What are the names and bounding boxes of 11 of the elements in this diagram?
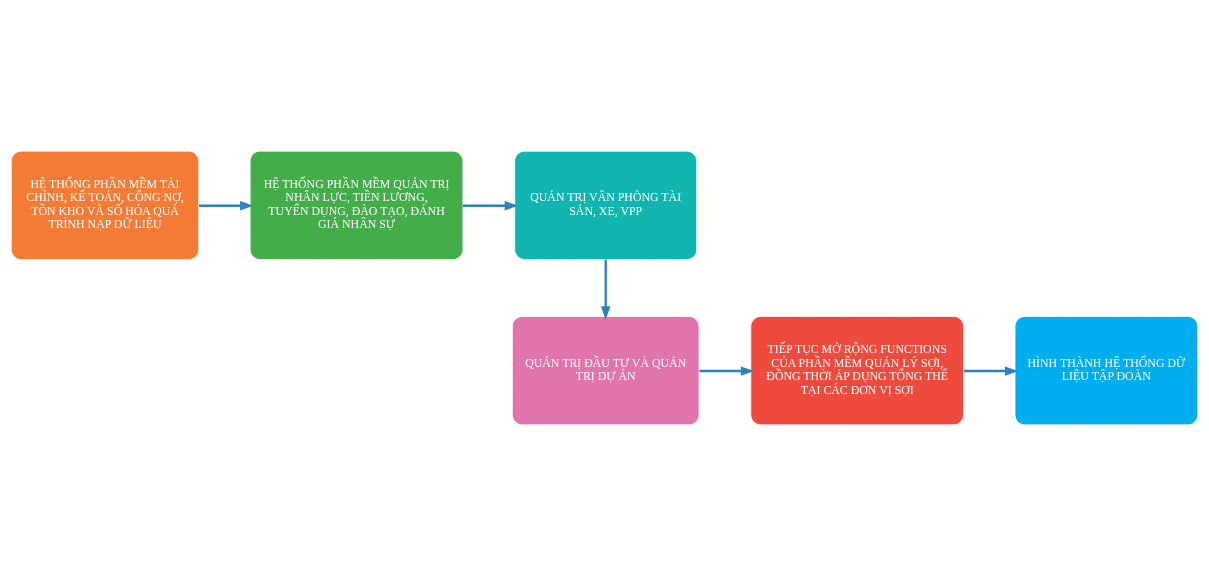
node-box: HỆ THỐNG PHẦN MỀM QUẢN TRỊ NHÂN LỰC, TIỀN LƯƠNG, TUYỂN DỤNG, ĐÀO TẠO, ĐÁNH GIÁ NHÂN SỰ	[249, 150, 464, 260]
arrow	[963, 366, 1019, 376]
node-box: QUẢN TRỊ VĂN PHÒNG TÀI SẢN, XE, VPP	[514, 150, 698, 260]
node-box: HÌNH THÀNH HỆ THỐNG DỮ LIỆU TẬP ĐOÀN	[1014, 316, 1199, 426]
arrow	[199, 201, 254, 211]
node-box: TIẾP TỤC MỞ RỘNG FUNCTIONS CỦA PHẦN MỀM QUẢN LÝ SỢI, ĐỒNG THỜI ÁP DỤNG TỔNG THỂ TẠI CÁC ĐƠN VỊ SỢI	[750, 316, 964, 426]
arrow	[600, 259, 611, 320]
node-box: QUẢN TRỊ ĐẦU TƯ VÀ QUẢN TRỊ DỰ ÁN	[511, 316, 700, 426]
node-box: HỆ THỐNG PHẦN MỀM TÀI CHÍNH, KẾ TOÁN, CÔNG NỢ, TỒN KHO VÀ SỐ HÓA QUÁ TRÌNH NẠP DỮ LIỆU	[10, 150, 200, 260]
arrow	[462, 201, 519, 211]
arrow	[699, 366, 755, 376]
